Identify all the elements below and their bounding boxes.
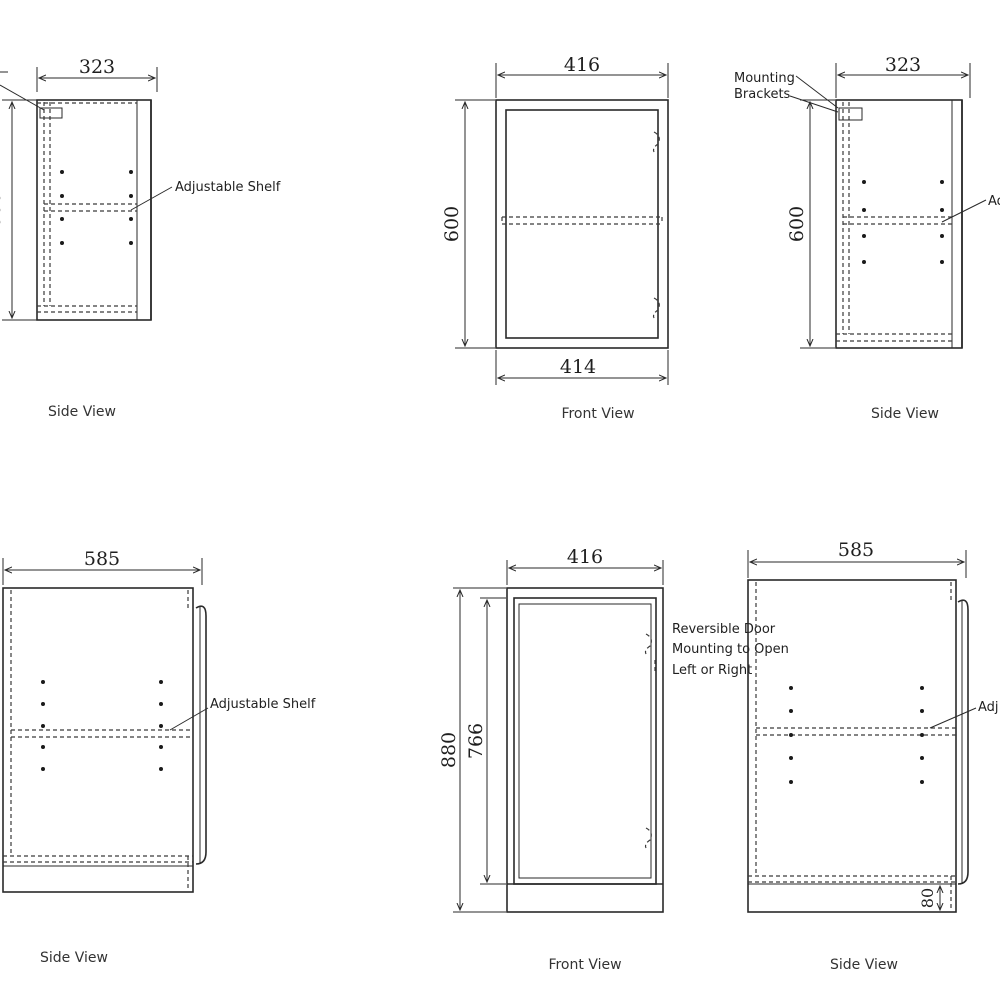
front2-height-door: 766 — [465, 723, 487, 759]
side2-bracket-label-2: Brackets — [734, 87, 791, 102]
side2-shelf-label: Ad — [988, 194, 1000, 209]
side-view-4: 585 80 Adj Side View — [747, 539, 999, 973]
front2-door-note-1: Reversible Door — [672, 622, 776, 637]
side4-width-dim: 585 — [838, 539, 874, 561]
side3-width-dim: 585 — [84, 548, 120, 570]
side1-width-dim: 323 — [79, 56, 115, 78]
side3-shelf-label: Adjustable Shelf — [210, 697, 316, 712]
side1-height-dim: 600 — [0, 192, 5, 228]
front2-door-note-3: Left or Right — [672, 663, 752, 678]
side-view-3: 585 Adjustable Shelf Side View — [2, 548, 316, 966]
front1-height-dim: 600 — [441, 206, 463, 242]
side4-caption: Side View — [830, 957, 898, 973]
side4-kick-dim: 80 — [918, 888, 937, 908]
front2-caption: Front View — [548, 957, 621, 973]
side2-width-dim: 323 — [885, 54, 921, 76]
front-view-1: 416 600 414 Front View — [441, 54, 669, 422]
side3-caption: Side View — [40, 950, 108, 966]
side2-bracket-label-1: Mounting — [734, 71, 795, 86]
front1-caption: Front View — [561, 406, 634, 422]
front2-width-dim: 416 — [567, 546, 603, 568]
front1-width-top: 416 — [564, 54, 600, 76]
front2-height-total: 880 — [438, 732, 460, 768]
side-view-1: 323 600 Adjustable Shelf Side View — [0, 56, 281, 420]
side2-height-dim: 600 — [786, 206, 808, 242]
front-view-2: 416 880 766 Reversible Door Mounting to … — [438, 546, 789, 973]
side-view-2: 323 600 Mounting Brackets Ad Side View — [734, 54, 1000, 422]
side2-caption: Side View — [871, 406, 939, 422]
side4-shelf-label: Adj — [978, 700, 999, 715]
front2-door-note-2: Mounting to Open — [672, 642, 789, 657]
side1-caption: Side View — [48, 404, 116, 420]
front1-width-bottom: 414 — [560, 356, 596, 378]
side1-shelf-label: Adjustable Shelf — [175, 180, 281, 195]
